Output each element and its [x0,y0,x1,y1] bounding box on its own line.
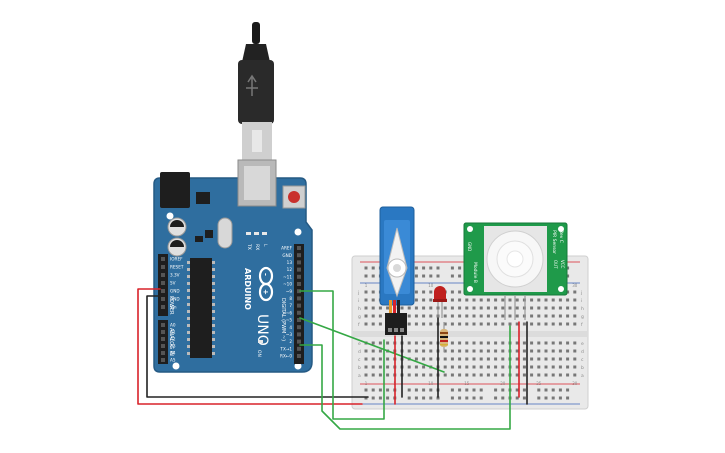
tx-label: TX [246,243,252,250]
header-pin-label: RX←0 [280,354,292,359]
digital-header: AREF GND 13 12 ~11 ~10 ~9 8 7 ~6 ~5 4 ~3 2TX→1RX←0 [279,244,304,364]
column-number: 25 [536,381,542,386]
pir-pin-out: OUT [553,260,558,269]
column-number: 1 [365,283,368,288]
row-letter: h [358,306,361,312]
header-pin-label: ~6 [286,310,293,315]
header-pin-label: ~11 [283,274,292,279]
wire-gnd-black [146,295,369,398]
header-pin-label: 12 [287,267,293,272]
pir-pin-gnd: GND [467,242,472,251]
row-letter: b [358,365,361,371]
row-letter: d [581,349,584,355]
header-pin-label: 5V [170,281,176,286]
header-pin-label: 7 [289,303,292,308]
usb-cable [238,22,274,160]
column-number: 30 [572,381,578,386]
header-pin-label: A4 [170,351,176,356]
header-pin-label: ~3 [286,332,293,337]
header-pin-label: ~9 [286,289,293,294]
wire-5v-red [137,288,363,405]
row-letter: j [357,290,359,296]
header-pin-label: IOREF [170,257,183,262]
rx-label: RX [254,244,260,250]
svg-text:+: + [262,289,270,295]
wire-pin9-green [299,290,385,420]
column-number: 10 [428,283,434,288]
row-letter: h [581,306,584,312]
row-letter: a [581,374,584,379]
row-letter: d [358,349,361,355]
l-label: L [262,244,268,247]
red-led [433,286,447,318]
row-letter: i [581,298,582,304]
header-pin-label: TX→1 [279,346,292,351]
row-letter: a [358,374,361,379]
atmega-chip [187,258,215,358]
servo-motor [379,206,415,335]
header-pin-label: 2 [289,339,292,344]
resistor [440,322,448,352]
header-pin-label: GND [282,253,292,258]
analog-header-label: ANALOG IN [168,328,174,356]
board-brand: ARDUINO [243,268,252,310]
arduino-uno-board: - + ARDUINO UNO DIGITAL (PWM ~) POWER AN… [153,159,313,373]
header-pin-label: 3.3V [170,273,180,278]
pir-right-label-1: PIR Sensor [551,230,557,254]
row-letter: j [580,290,582,296]
header-pin-label: AREF [281,246,292,251]
svg-text:-: - [262,273,270,276]
row-letter: e [358,342,361,347]
header-pin-label: A1 [170,330,176,335]
power-header: IOREF RESET 3.3V 5V GND GND Vin [158,254,184,316]
digital-header-label: DIGITAL (PWM ~) [280,298,286,341]
pir-pin-vcc: VCC [560,260,565,269]
header-pin-label: Vin [170,305,177,310]
header-pin-label: ~10 [283,282,292,287]
header-pin-label: RESET [170,265,184,270]
pir-sensor: Module B PIR Sensor Rev C GND OUT VCC [463,222,568,320]
header-pin-label: ~5 [286,318,293,323]
row-letter: g [358,315,361,320]
row-letter: c [358,358,361,363]
row-letter: c [581,358,584,363]
column-number: 15 [464,381,470,386]
row-letter: f [358,322,360,328]
row-letter: b [581,365,584,371]
header-pin-label: 13 [287,260,293,265]
header-pin-label: A3 [170,344,176,349]
header-pin-label: A5 [170,358,176,363]
power-jack [160,172,190,208]
capacitors [167,217,187,257]
power-header-label: POWER [168,296,174,315]
pir-right-label-2: Rev C [558,230,564,243]
wires [137,288,528,430]
column-number: 30 [572,283,578,288]
column-number: 10 [428,381,434,386]
board-model: UNO [254,314,270,346]
wire-pin6-green [299,317,445,373]
crystal [217,217,233,249]
header-pin-label: 8 [289,296,292,301]
row-letter: i [358,298,359,304]
header-pin-label: A2 [170,337,176,342]
wire-pin3-green [299,325,511,430]
row-letter: g [581,315,584,320]
header-pin-label: A0 [170,323,176,328]
on-label: ON [256,350,262,357]
header-pin-label: 4 [289,325,292,330]
arduino-logo: - + [258,266,274,302]
header-pin-label: GND [170,289,180,294]
header-pin-label: GND [170,297,180,302]
column-number: 1 [365,381,368,386]
column-number: 20 [500,381,506,386]
row-letter: f [581,322,583,328]
pir-left-label: Module B [472,262,478,283]
row-letter: e [581,342,584,347]
